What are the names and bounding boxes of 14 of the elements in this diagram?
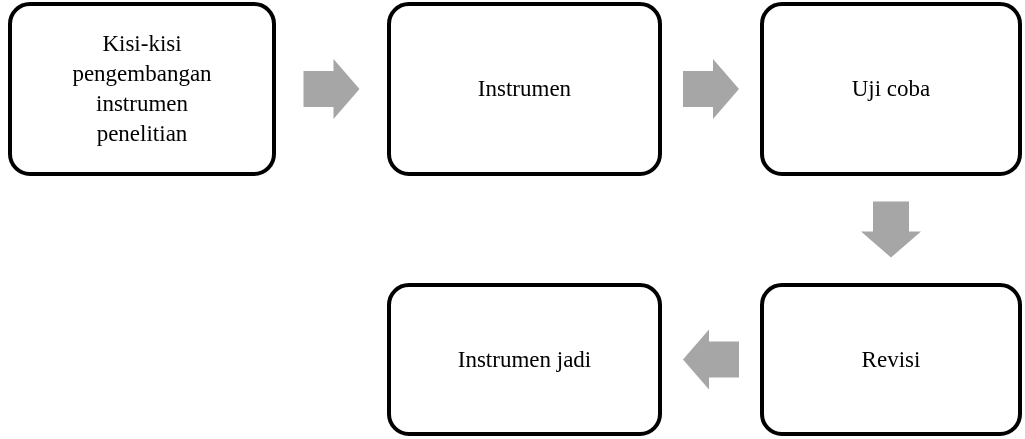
block-arrow [683,59,739,119]
process-box [760,2,1022,176]
process-box [387,2,662,176]
process-box [8,2,276,176]
box-label: Instrumen jadi [457,345,592,374]
process-box [387,283,662,436]
box-label: Revisi [861,345,921,374]
box-label: Instrumen [477,75,572,103]
box-label: Kisi-kisi pengembangan instrumen penelitian [71,30,213,148]
box-label: Uji coba [851,75,931,103]
block-arrow [683,329,739,390]
process-box [760,283,1022,436]
block-arrow [861,201,921,258]
block-arrow [303,59,360,119]
